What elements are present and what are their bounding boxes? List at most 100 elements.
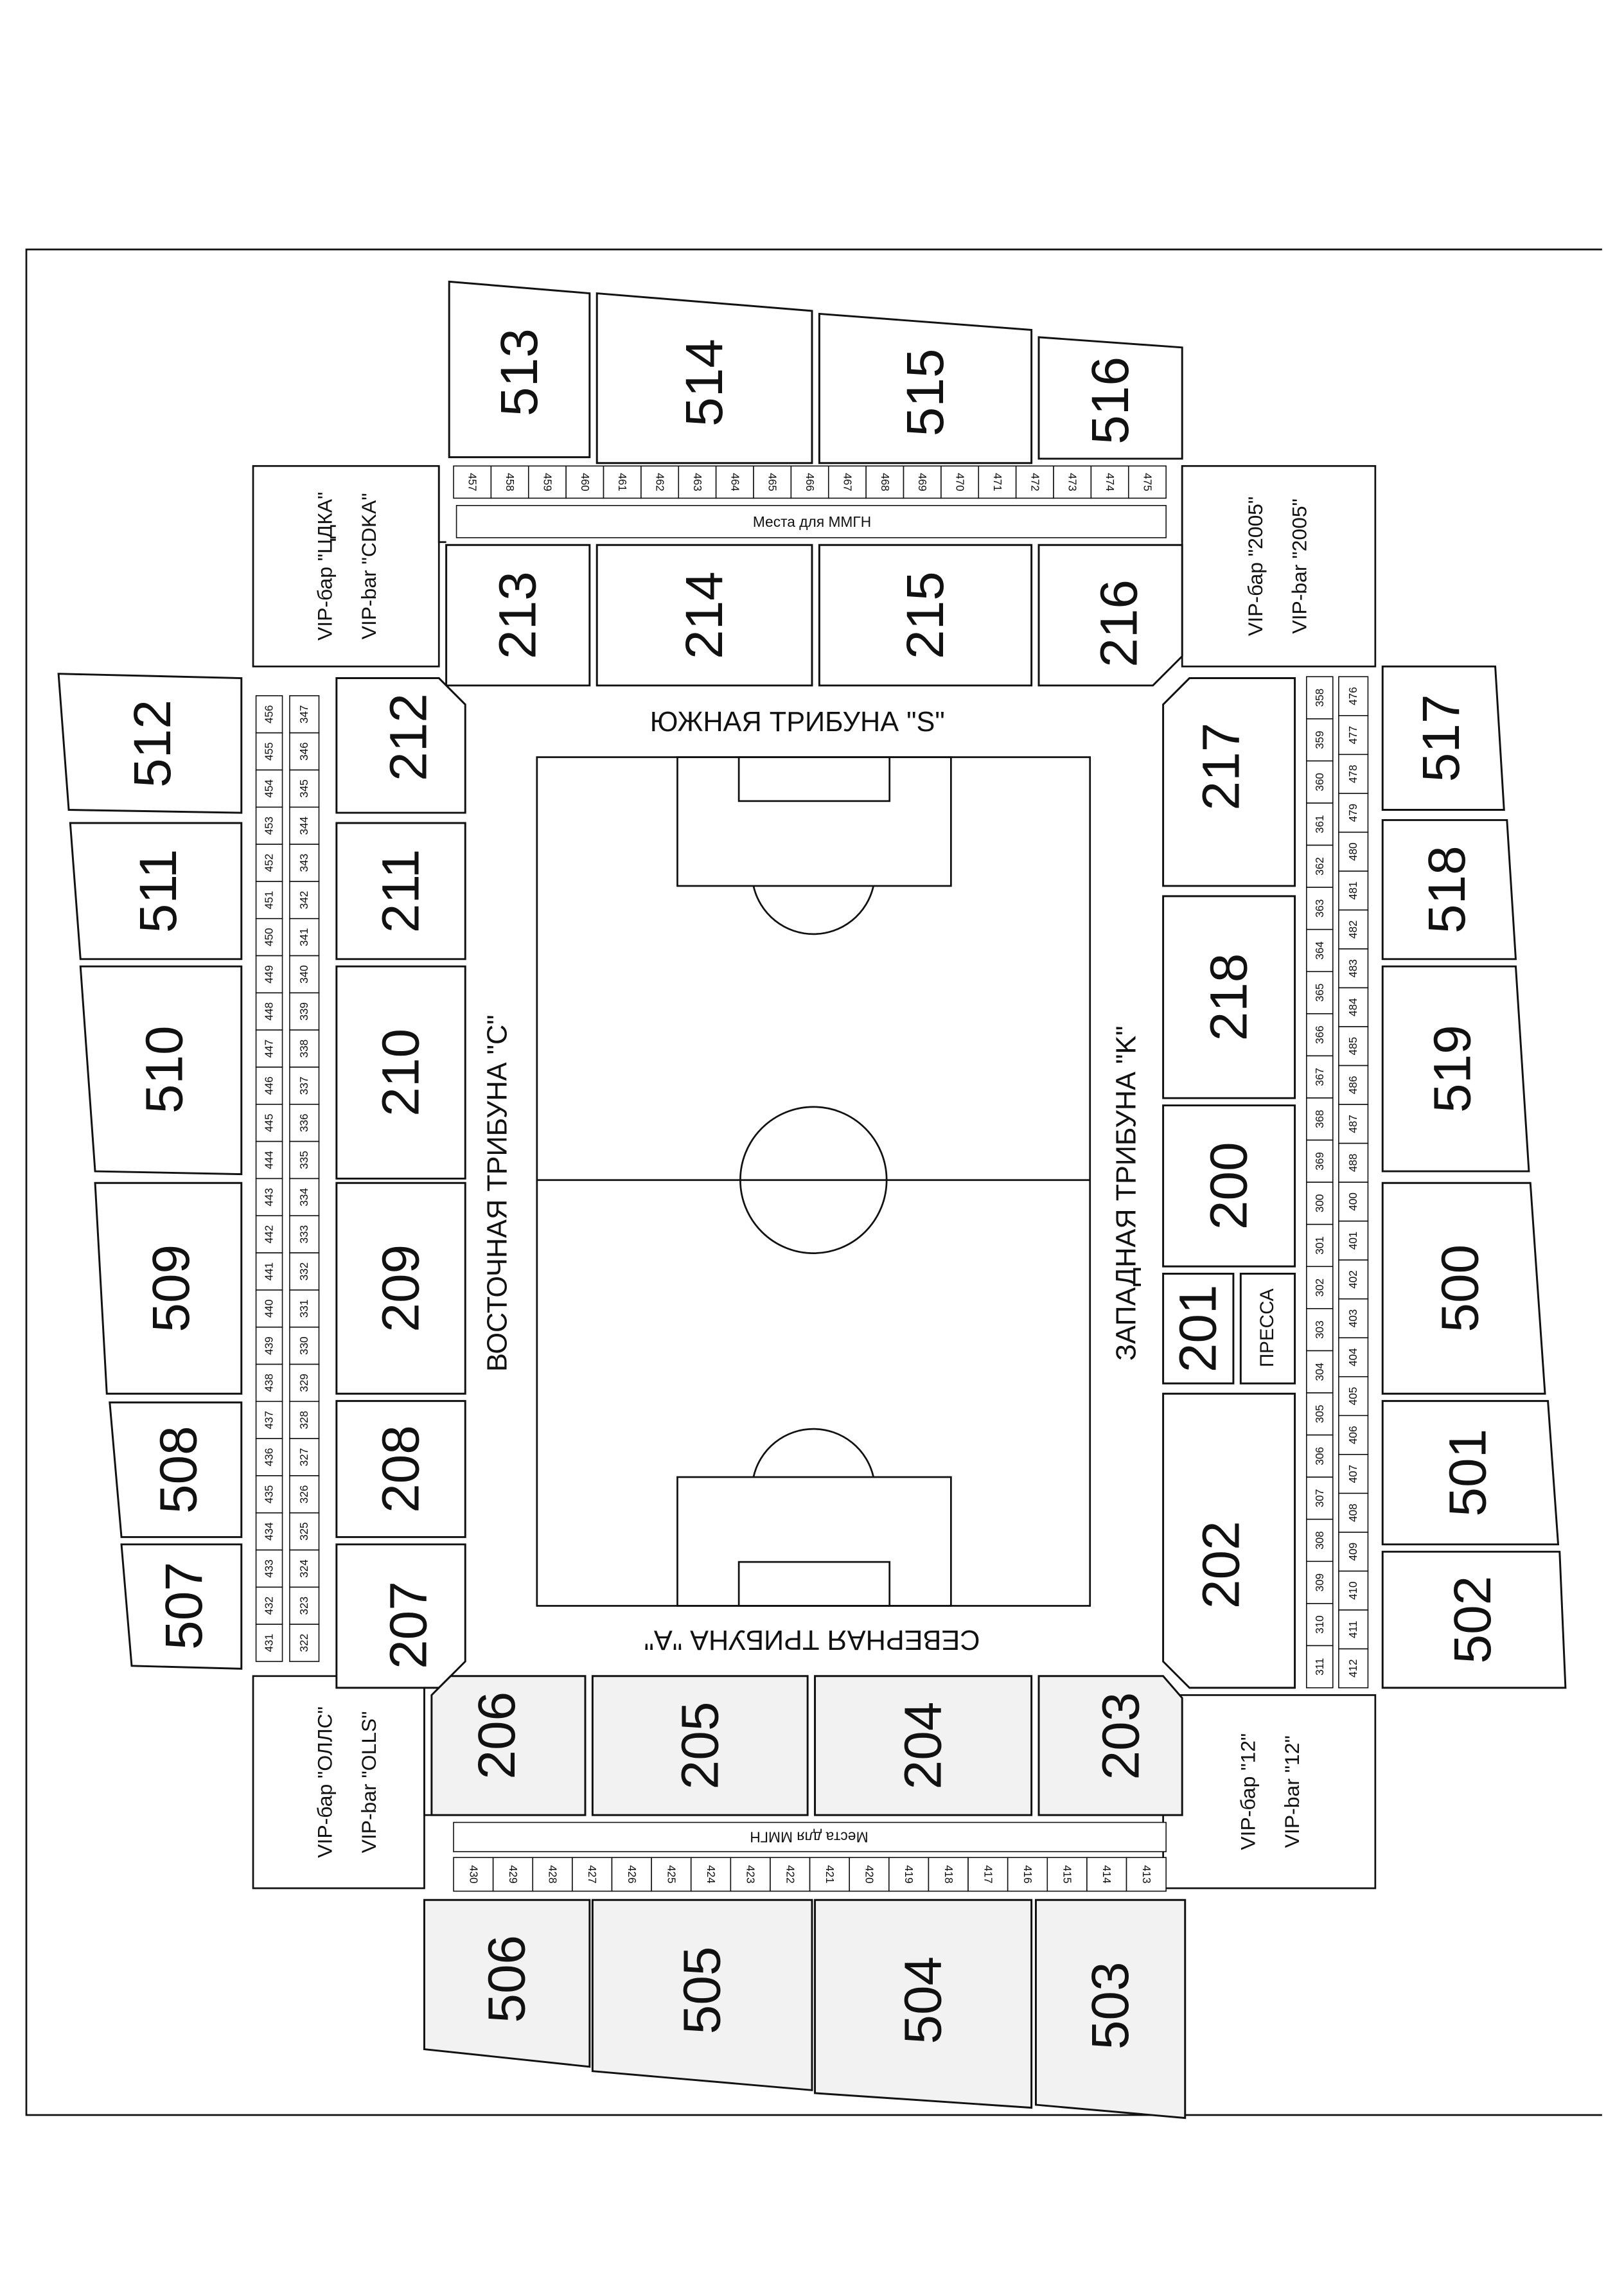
seat-cell[interactable]: 428 [532, 1857, 573, 1892]
section-210[interactable]: 210 [335, 965, 466, 1180]
section-514[interactable]: 514 [596, 292, 813, 465]
section-201[interactable]: 201 [1162, 1272, 1235, 1385]
seat-cell[interactable]: 414 [1086, 1857, 1127, 1892]
section-shape[interactable] [335, 965, 466, 1180]
section-212[interactable]: 212 [335, 677, 466, 814]
seat-cell[interactable]: 308 [1305, 1518, 1334, 1563]
seat-cell[interactable]: 415 [1046, 1857, 1088, 1892]
section-216[interactable]: 216 [1037, 544, 1183, 687]
seat-cell[interactable]: 429 [492, 1857, 534, 1892]
seat-cell[interactable]: 438 [255, 1363, 283, 1403]
seat-cell[interactable]: 455 [255, 732, 283, 771]
seat-cell[interactable]: 436 [255, 1438, 283, 1476]
seat-cell[interactable]: 332 [289, 1252, 320, 1291]
seat-cell[interactable]: 459 [527, 465, 567, 499]
section-211[interactable]: 211 [335, 822, 466, 961]
section-503[interactable]: 503 [1034, 1899, 1187, 2120]
seat-cell[interactable]: 461 [603, 465, 642, 499]
seat-cell[interactable]: 488 [1338, 1142, 1369, 1183]
section-202[interactable]: 202 [1162, 1392, 1296, 1689]
section-shape[interactable] [1381, 1400, 1560, 1546]
seat-cell[interactable]: 358 [1305, 676, 1334, 720]
seat-cell[interactable]: 467 [827, 465, 867, 499]
seat-cell[interactable]: 444 [255, 1140, 283, 1180]
seat-cell[interactable]: 404 [1338, 1337, 1369, 1377]
seat-cell[interactable]: 368 [1305, 1097, 1334, 1141]
seat-cell[interactable]: 485 [1338, 1026, 1369, 1067]
section-206[interactable]: 206 [430, 1675, 587, 1816]
seat-cell[interactable]: 474 [1090, 465, 1129, 499]
section-shape[interactable] [69, 822, 243, 961]
section-517[interactable]: 517 [1381, 665, 1505, 811]
seat-cell[interactable]: 447 [255, 1029, 283, 1068]
section-shape[interactable] [1037, 336, 1183, 460]
seat-cell[interactable]: 410 [1338, 1570, 1369, 1611]
seat-cell[interactable]: 432 [255, 1586, 283, 1625]
section-shape[interactable] [591, 1675, 809, 1816]
seat-cell[interactable]: 422 [770, 1857, 811, 1892]
section-208[interactable]: 208 [335, 1400, 466, 1538]
section-shape[interactable] [79, 965, 243, 1176]
section-shape[interactable] [1381, 965, 1530, 1173]
seat-cell[interactable]: 330 [289, 1326, 320, 1365]
seat-cell[interactable]: 367 [1305, 1055, 1334, 1099]
seat-cell[interactable]: 305 [1305, 1392, 1334, 1436]
seat-cell[interactable]: 477 [1338, 714, 1369, 756]
seat-cell[interactable]: 322 [289, 1624, 320, 1662]
section-shape[interactable] [423, 1899, 591, 2068]
seat-cell[interactable]: 302 [1305, 1266, 1334, 1309]
seat-cell[interactable]: 457 [453, 465, 492, 499]
seat-cell[interactable]: 364 [1305, 928, 1334, 973]
seat-cell[interactable]: 476 [1338, 676, 1369, 716]
seat-cell[interactable]: 433 [255, 1549, 283, 1588]
section-204[interactable]: 204 [814, 1675, 1033, 1816]
seat-cell[interactable]: 423 [730, 1857, 771, 1892]
seat-cell[interactable]: 409 [1338, 1532, 1369, 1572]
seat-cell[interactable]: 340 [289, 955, 320, 994]
seat-cell[interactable]: 454 [255, 769, 283, 808]
seat-cell[interactable]: 310 [1305, 1603, 1334, 1647]
section-shape[interactable] [814, 1675, 1033, 1816]
seat-cell[interactable]: 483 [1338, 948, 1369, 989]
section-shape[interactable] [591, 1899, 813, 2091]
seat-cell[interactable]: 334 [289, 1178, 320, 1217]
seat-cell[interactable]: 345 [289, 769, 320, 808]
section-505[interactable]: 505 [591, 1899, 813, 2091]
section-207[interactable]: 207 [335, 1543, 466, 1689]
section-shape[interactable] [596, 544, 813, 687]
seat-cell[interactable]: 362 [1305, 844, 1334, 888]
seat-cell[interactable]: 346 [289, 732, 320, 771]
seat-cell[interactable]: 338 [289, 1029, 320, 1068]
seat-cell[interactable]: 431 [255, 1624, 283, 1662]
seat-cell[interactable]: 440 [255, 1289, 283, 1328]
seat-cell[interactable]: 478 [1338, 754, 1369, 794]
section-shape[interactable] [335, 1182, 466, 1395]
section-504[interactable]: 504 [814, 1899, 1033, 2109]
section-shape[interactable] [1162, 1272, 1235, 1385]
section-shape[interactable] [1381, 1182, 1546, 1395]
seat-cell[interactable]: 329 [289, 1363, 320, 1403]
seat-cell[interactable]: 426 [611, 1857, 652, 1892]
seat-cell[interactable]: 468 [865, 465, 905, 499]
seat-cell[interactable]: 360 [1305, 760, 1334, 804]
seat-cell[interactable]: 306 [1305, 1434, 1334, 1478]
seat-cell[interactable]: 347 [289, 695, 320, 734]
seat-cell[interactable]: 449 [255, 955, 283, 994]
seat-cell[interactable]: 418 [928, 1857, 969, 1892]
seat-cell[interactable]: 425 [651, 1857, 692, 1892]
seat-cell[interactable]: 430 [453, 1857, 494, 1892]
seat-cell[interactable]: 402 [1338, 1259, 1369, 1300]
section-shape[interactable] [1037, 1675, 1183, 1816]
section-shape[interactable] [335, 1400, 466, 1538]
seat-cell[interactable]: 445 [255, 1104, 283, 1142]
seat-cell[interactable]: 328 [289, 1401, 320, 1439]
seat-cell[interactable]: 335 [289, 1140, 320, 1180]
seat-cell[interactable]: 327 [289, 1438, 320, 1476]
section-500[interactable]: 500 [1381, 1182, 1546, 1395]
seat-cell[interactable]: 369 [1305, 1139, 1334, 1183]
section-shape[interactable] [1381, 1550, 1567, 1689]
seat-cell[interactable]: 460 [565, 465, 605, 499]
section-shape[interactable] [814, 1899, 1033, 2109]
section-shape[interactable] [1162, 895, 1296, 1099]
seat-cell[interactable]: 446 [255, 1067, 283, 1105]
